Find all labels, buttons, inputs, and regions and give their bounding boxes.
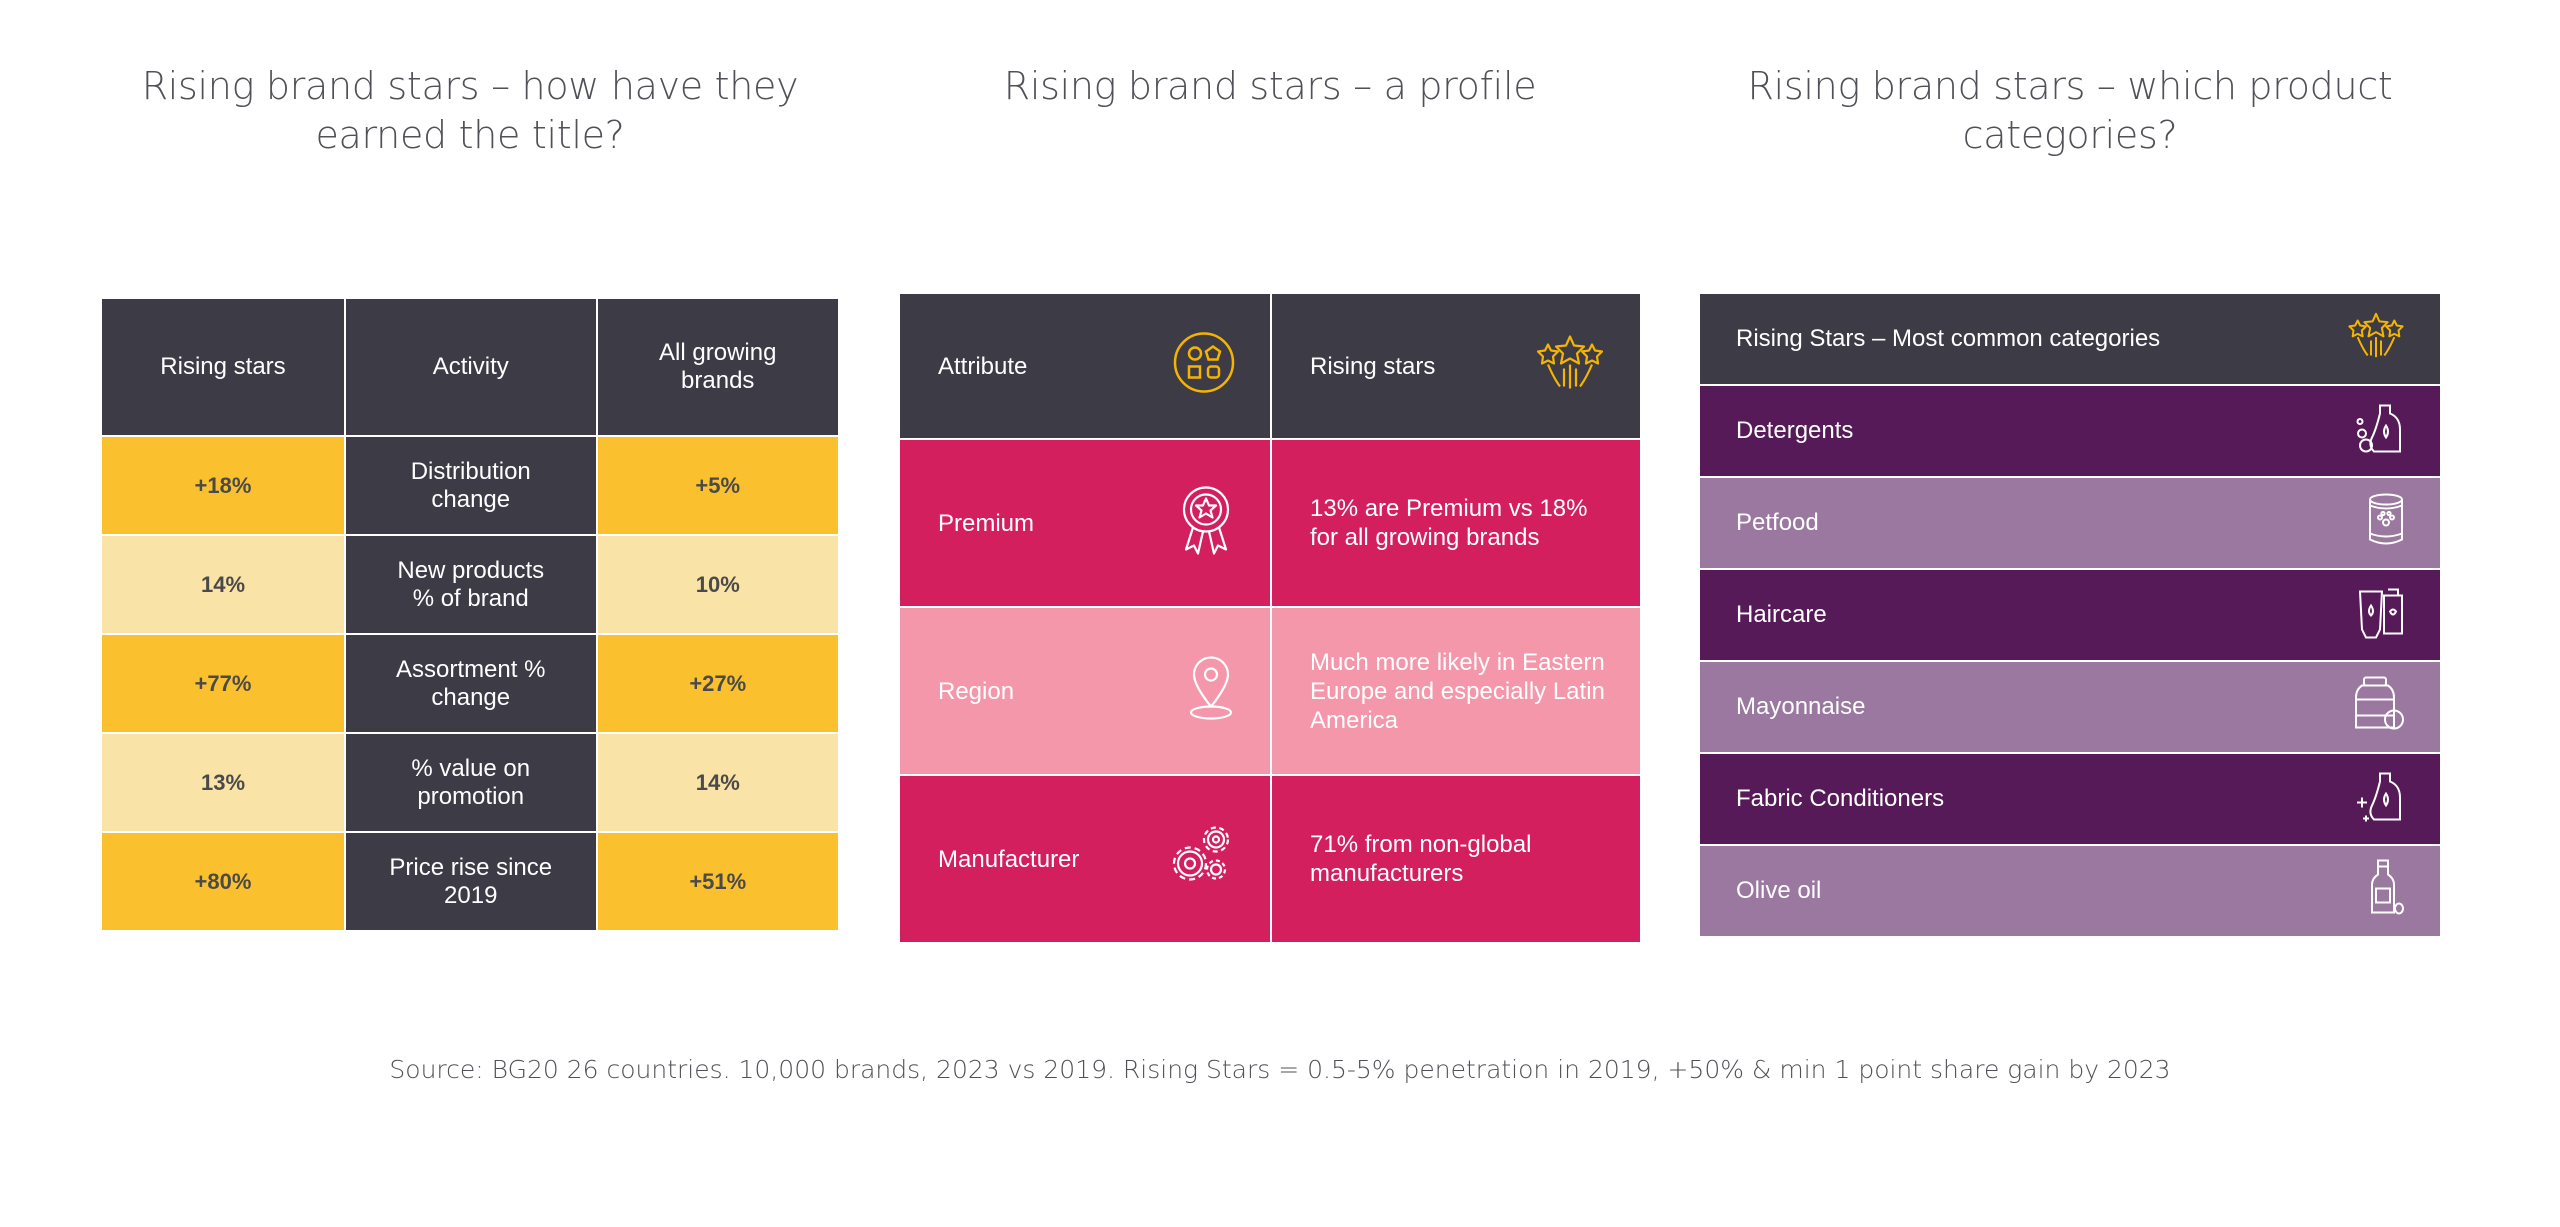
list-item: Haircare	[1700, 570, 2440, 662]
rising-value-text: 71% from non-global manufacturers	[1310, 831, 1532, 887]
activity-label: Assortment % change	[343, 633, 598, 734]
list-item: Petfood	[1700, 478, 2440, 570]
list-item: Olive oil	[1700, 846, 2440, 938]
stars-icon	[2346, 312, 2406, 367]
header-rising-stars-label: Rising stars	[1310, 352, 1436, 380]
rising-value-text: Much more likely in Eastern Europe and e…	[1310, 648, 1605, 734]
profile-table: Attribute Rising stars	[900, 294, 1640, 944]
activity-table: Rising stars Activity All growing brands…	[100, 297, 841, 932]
table-row: +80% Price rise since 2019 +51%	[100, 831, 841, 932]
table-row: 13% % value on promotion 14%	[100, 732, 841, 833]
rising-value: 13%	[100, 732, 346, 833]
source-note: Source: BG20 26 countries. 10,000 brands…	[389, 1055, 2171, 1084]
profile-row-region: Region Much more likely in Eastern Europ…	[900, 608, 1640, 776]
rising-value-text: 13% are Premium vs 18% for all growing b…	[1310, 495, 1588, 551]
panel1-title: Rising brand stars – how have they earne…	[141, 64, 799, 157]
mayonnaise-jar-icon	[2352, 676, 2406, 739]
header-rising-stars: Rising stars	[1270, 294, 1640, 438]
all-value: +5%	[595, 435, 841, 536]
rising-value: +80%	[100, 831, 346, 932]
list-item: Mayonnaise	[1700, 662, 2440, 754]
attribute-cell: Region	[900, 608, 1270, 774]
list-item: Fabric Conditioners	[1700, 754, 2440, 846]
olive-oil-bottle-icon	[2366, 859, 2406, 924]
all-value: 10%	[595, 534, 841, 635]
pet-food-can-icon	[2366, 492, 2406, 555]
rising-value-cell: 13% are Premium vs 18% for all growing b…	[1270, 440, 1640, 606]
categories-header: Rising Stars – Most common categories	[1700, 294, 2440, 386]
rising-value: +18%	[100, 435, 346, 536]
category-label: Detergents	[1736, 417, 1854, 444]
list-item: Detergents	[1700, 386, 2440, 478]
profile-row-manufacturer: Manufacturer 71% from non-global manufac…	[900, 776, 1640, 944]
gears-icon	[1164, 822, 1236, 897]
header-rising-stars: Rising stars	[100, 297, 346, 437]
header-activity: Activity	[343, 297, 598, 437]
panel3-title: Rising brand stars – which product categ…	[1747, 64, 2393, 157]
category-label: Haircare	[1736, 601, 1827, 628]
haircare-tubes-icon	[2356, 584, 2406, 647]
category-label: Fabric Conditioners	[1736, 785, 1945, 812]
activity-label: % value on promotion	[343, 732, 598, 833]
fabric-conditioner-bottle-icon	[2354, 768, 2406, 831]
activity-label: Price rise since 2019	[343, 831, 598, 932]
rising-value: +77%	[100, 633, 346, 734]
panel2-title: Rising brand stars – a profile	[1003, 64, 1537, 108]
award-ribbon-icon	[1176, 484, 1236, 563]
header-attribute-label: Attribute	[938, 352, 1028, 380]
attribute-label: Premium	[938, 509, 1035, 537]
stars-icon	[1534, 335, 1606, 398]
profile-table-header: Attribute Rising stars	[900, 294, 1640, 440]
attribute-label: Region	[938, 677, 1015, 705]
category-label: Mayonnaise	[1736, 693, 1866, 720]
all-value: +51%	[595, 831, 841, 932]
table-row: 14% New products % of brand 10%	[100, 534, 841, 635]
all-value: 14%	[595, 732, 841, 833]
detergent-bottle-icon	[2354, 400, 2406, 463]
shapes-icon	[1172, 331, 1236, 402]
rising-value-cell: 71% from non-global manufacturers	[1270, 776, 1640, 942]
rising-value-cell: Much more likely in Eastern Europe and e…	[1270, 608, 1640, 774]
all-value: +27%	[595, 633, 841, 734]
attribute-cell: Manufacturer	[900, 776, 1270, 942]
category-label: Petfood	[1736, 509, 1819, 536]
table-row: +77% Assortment % change +27%	[100, 633, 841, 734]
categories-list: Rising Stars – Most common categories De…	[1700, 294, 2440, 938]
activity-label: New products % of brand	[343, 534, 598, 635]
rising-value: 14%	[100, 534, 346, 635]
categories-header-label: Rising Stars – Most common categories	[1736, 325, 2161, 352]
attribute-label: Manufacturer	[938, 845, 1080, 873]
table-row: +18% Distribution change +5%	[100, 435, 841, 536]
header-all-growing-brands: All growing brands	[595, 297, 841, 437]
location-pin-icon	[1186, 655, 1236, 728]
attribute-cell: Premium	[900, 440, 1270, 606]
profile-row-premium: Premium 13% are Premium vs 18% for all g…	[900, 440, 1640, 608]
header-attribute: Attribute	[900, 294, 1270, 438]
activity-table-header: Rising stars Activity All growing brands	[100, 297, 841, 437]
category-label: Olive oil	[1736, 877, 1822, 904]
activity-label: Distribution change	[343, 435, 598, 536]
